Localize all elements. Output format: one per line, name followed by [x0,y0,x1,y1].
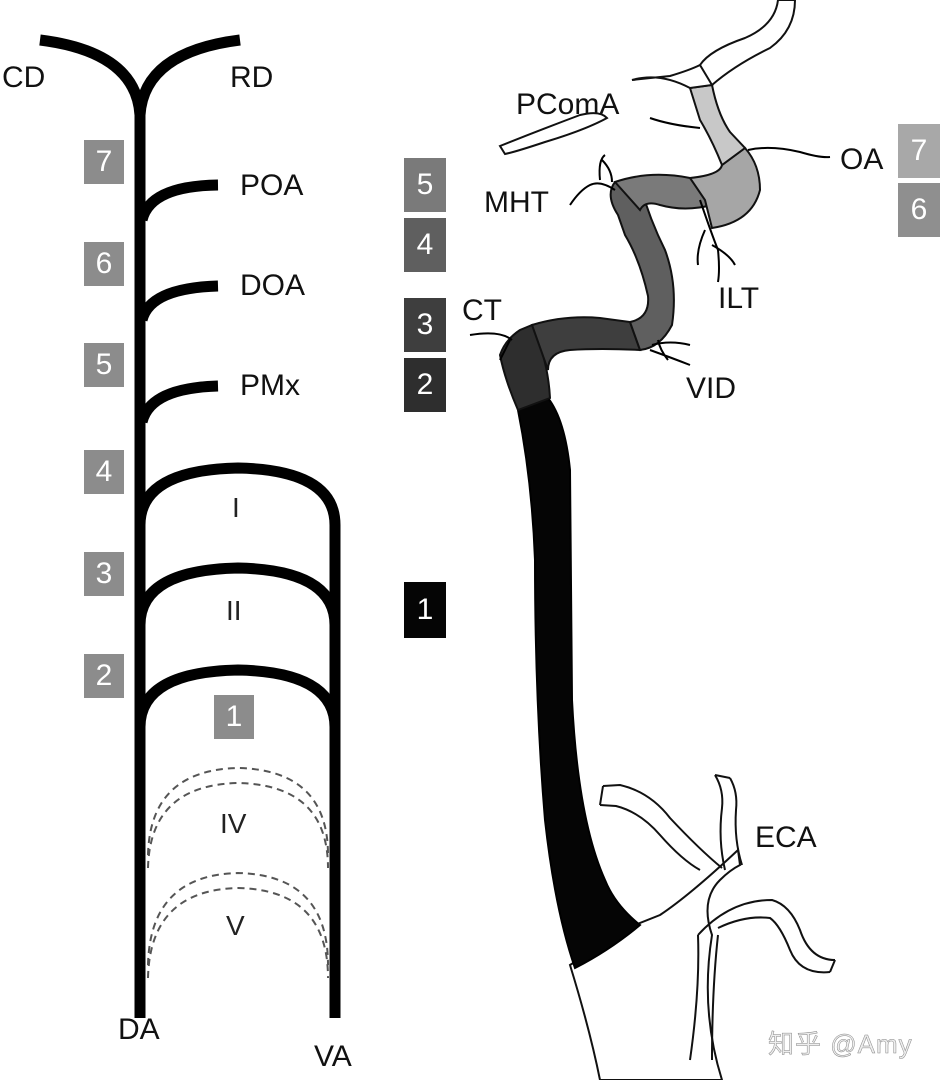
pmx-branch [136,380,219,424]
left-badge-1: 1 [214,695,254,739]
arch-ii [134,562,341,626]
poa-branch [136,179,219,222]
ica-segment-5 [613,173,714,212]
arch-label-ii: II [226,595,242,626]
doa-branch [136,280,219,322]
label-oa: OA [840,143,884,176]
left-badge-4: 4 [84,450,124,494]
label-mht: MHT [484,186,549,219]
label-doa: DOA [240,269,306,302]
pcoma-branch [649,117,701,129]
rd-branch [134,34,241,116]
label-ct: CT [462,294,502,327]
label-poa: POA [240,169,304,202]
arch-label-i: I [232,492,240,523]
ica-terminal [498,0,797,156]
legend-badge-2: 2 [404,358,446,412]
mht-branch [569,182,616,206]
left-badge-6: 6 [84,242,124,286]
arch-label-v: V [226,910,245,941]
ica-segment-3 [530,316,642,371]
arch-v-outer [147,871,329,966]
ilt-branch [699,199,720,283]
left-badge-5: 5 [84,343,124,387]
ct-branch [469,332,513,341]
label-cd: CD [2,61,46,94]
cd-branch [39,34,146,116]
oa-branch [747,146,831,159]
left-badge-7: 7 [84,140,124,184]
regressed-arches [147,766,329,979]
vid-branch [649,349,691,366]
left-badge-3: 3 [84,552,124,596]
side-badge-6: 6 [898,183,940,237]
label-pmx: PMx [240,369,300,402]
legend-badge-1: 1 [404,582,446,638]
ica-segment-7 [688,83,747,167]
label-eca: ECA [755,821,817,854]
left-vessel-tree [39,34,341,1018]
legend-badge-5: 5 [404,158,446,212]
label-ilt: ILT [718,282,760,315]
label-rd: RD [230,61,274,94]
arch-v-inner [147,886,329,979]
ica-segment-1 [516,396,642,970]
eca-branches [599,774,836,1061]
label-va: VA [314,1040,352,1073]
arch-i [134,462,341,565]
label-pcoma: PComA [516,88,620,121]
watermark: 知乎 @Amy [768,1029,913,1060]
label-vid: VID [686,372,737,405]
arch-label-iv: IV [220,808,247,839]
pcoma-vessel [498,112,609,156]
ica-segment-6 [688,146,762,230]
small-branches [469,117,831,366]
label-da: DA [118,1013,160,1046]
legend-badge-4: 4 [404,218,446,272]
legend-badge-3: 3 [404,298,446,352]
left-badge-2: 2 [84,654,124,698]
side-badge-7: 7 [898,124,940,178]
arch-iii [134,664,341,728]
